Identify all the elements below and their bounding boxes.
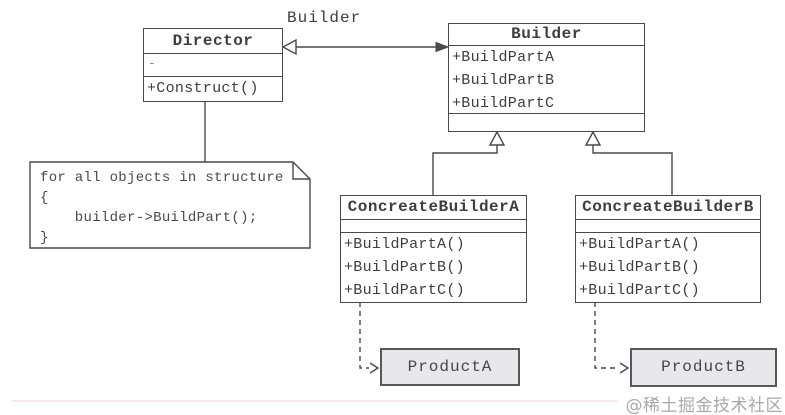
class-builder-empty-section [449,114,644,131]
class-director: Director - +Construct() [143,28,283,102]
method-line: +BuildPartB() [579,259,700,276]
class-builder-methods: +BuildPartA +BuildPartB +BuildPartC [449,46,644,114]
class-concrete-builder-a-title: ConcreateBuilderA [341,196,526,220]
note-line: for all objects in structure [40,170,284,186]
class-director-methods: +Construct() [144,77,282,101]
method-line: +BuildPartB [452,72,555,89]
note-line: } [40,230,49,246]
method-line: +BuildPartC() [344,282,465,299]
generalization-arrow-a [432,130,506,195]
class-concrete-builder-a: ConcreateBuilderA +BuildPartA() +BuildPa… [340,195,527,303]
class-director-attributes: - [144,54,282,77]
method-line: +BuildPartB() [344,259,465,276]
method-line: +BuildPartC [452,95,555,112]
method-line: +BuildPartA() [344,236,465,253]
class-concrete-builder-b-attributes [576,220,760,233]
class-concrete-builder-b-title: ConcreateBuilderB [576,196,760,220]
dependency-arrow-a [359,302,380,374]
method-line: +BuildPartC() [579,282,700,299]
class-builder: Builder +BuildPartA +BuildPartB +BuildPa… [448,23,645,132]
note: for all objects in structure { builder->… [30,162,310,248]
class-concrete-builder-b-methods: +BuildPartA() +BuildPartB() +BuildPartC(… [576,233,760,302]
note-line: { [40,190,49,206]
class-builder-title: Builder [449,24,644,46]
dependency-arrow-b [594,302,630,374]
class-product-a: ProductA [380,348,520,386]
class-product-b: ProductB [630,348,777,387]
class-concrete-builder-a-methods: +BuildPartA() +BuildPartB() +BuildPartC(… [341,233,526,302]
method-line: +Construct() [147,80,259,97]
class-concrete-builder-a-attributes [341,220,526,233]
method-line: +BuildPartA() [579,236,700,253]
method-line: +BuildPartA [452,49,555,66]
class-concrete-builder-b: ConcreateBuilderB +BuildPartA() +BuildPa… [575,195,761,303]
watermark: @稀土掘金技术社区 [625,396,783,415]
generalization-arrow-b [584,130,673,195]
association-label: Builder [287,9,362,27]
class-director-title: Director [144,29,282,54]
association-arrow-director-builder [281,38,450,56]
footer-rule [12,400,617,402]
note-line: builder->BuildPart(); [40,210,258,226]
